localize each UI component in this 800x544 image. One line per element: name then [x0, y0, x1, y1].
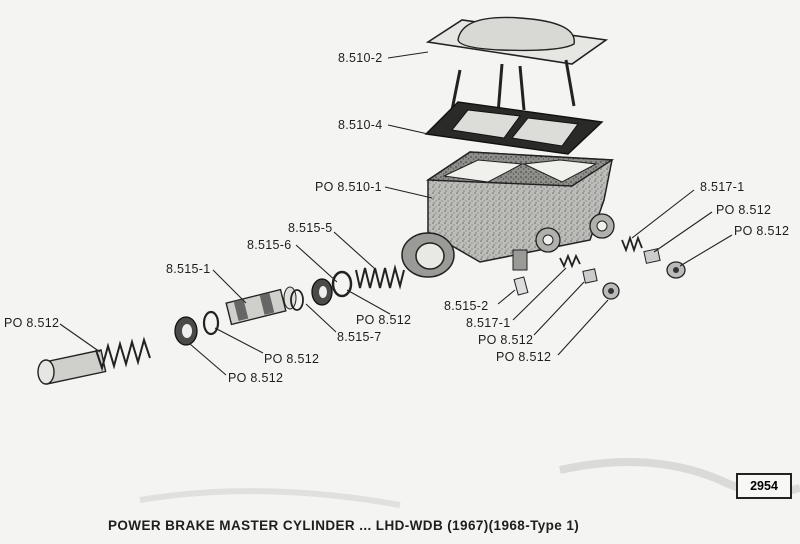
cup-seal-left: [174, 316, 198, 346]
bleeder-screw: [513, 276, 529, 296]
plate-number: 2954: [736, 473, 792, 499]
label-right-spring: 8.517-1: [700, 180, 745, 194]
label-return-spring: 8.515-5: [288, 221, 333, 235]
o-ring-left: [202, 310, 220, 336]
reservoir-gasket: [424, 101, 604, 155]
small-valve: [582, 268, 598, 284]
label-right-valve: PO 8.512: [716, 203, 772, 217]
label-right-tube-seat: PO 8.512: [734, 224, 790, 238]
reservoir-cover: [425, 16, 609, 115]
label-cup-seal: PO 8.512: [228, 371, 284, 385]
label-seal: 8.515-6: [247, 238, 292, 252]
return-spring: [355, 264, 405, 290]
label-tube-seat: PO 8.512: [496, 350, 552, 364]
label-o-ring: PO 8.512: [264, 352, 320, 366]
label-gasket: 8.510-4: [338, 118, 383, 132]
label-secondary-piston: 8.515-1: [166, 262, 211, 276]
small-spring: [559, 253, 581, 269]
thin-ring: [290, 289, 304, 311]
paper-wear: [139, 458, 800, 508]
seal-ring: [331, 270, 353, 298]
primary-piston-assembly: [37, 336, 151, 385]
label-ring: 8.515-7: [337, 330, 382, 344]
leader-lines: [59, 51, 733, 376]
right-spring: [621, 235, 643, 253]
label-bleeder: 8.515-2: [444, 299, 489, 313]
secondary-cup-seal: [311, 278, 333, 306]
right-valve: [643, 248, 661, 264]
cylinder-body: [401, 151, 615, 278]
label-small-spring: 8.517-1: [466, 316, 511, 330]
secondary-piston: [225, 286, 297, 326]
diagram-caption: POWER BRAKE MASTER CYLINDER ... LHD-WDB …: [108, 518, 580, 533]
label-small-valve: PO 8.512: [478, 333, 534, 347]
label-primary-piston: PO 8.512: [4, 316, 60, 330]
label-seal-ring: PO 8.512: [356, 313, 412, 327]
label-reservoir-cover: 8.510-2: [338, 51, 383, 65]
label-cylinder-body: PO 8.510-1: [315, 180, 382, 194]
tube-seat: [602, 282, 620, 300]
